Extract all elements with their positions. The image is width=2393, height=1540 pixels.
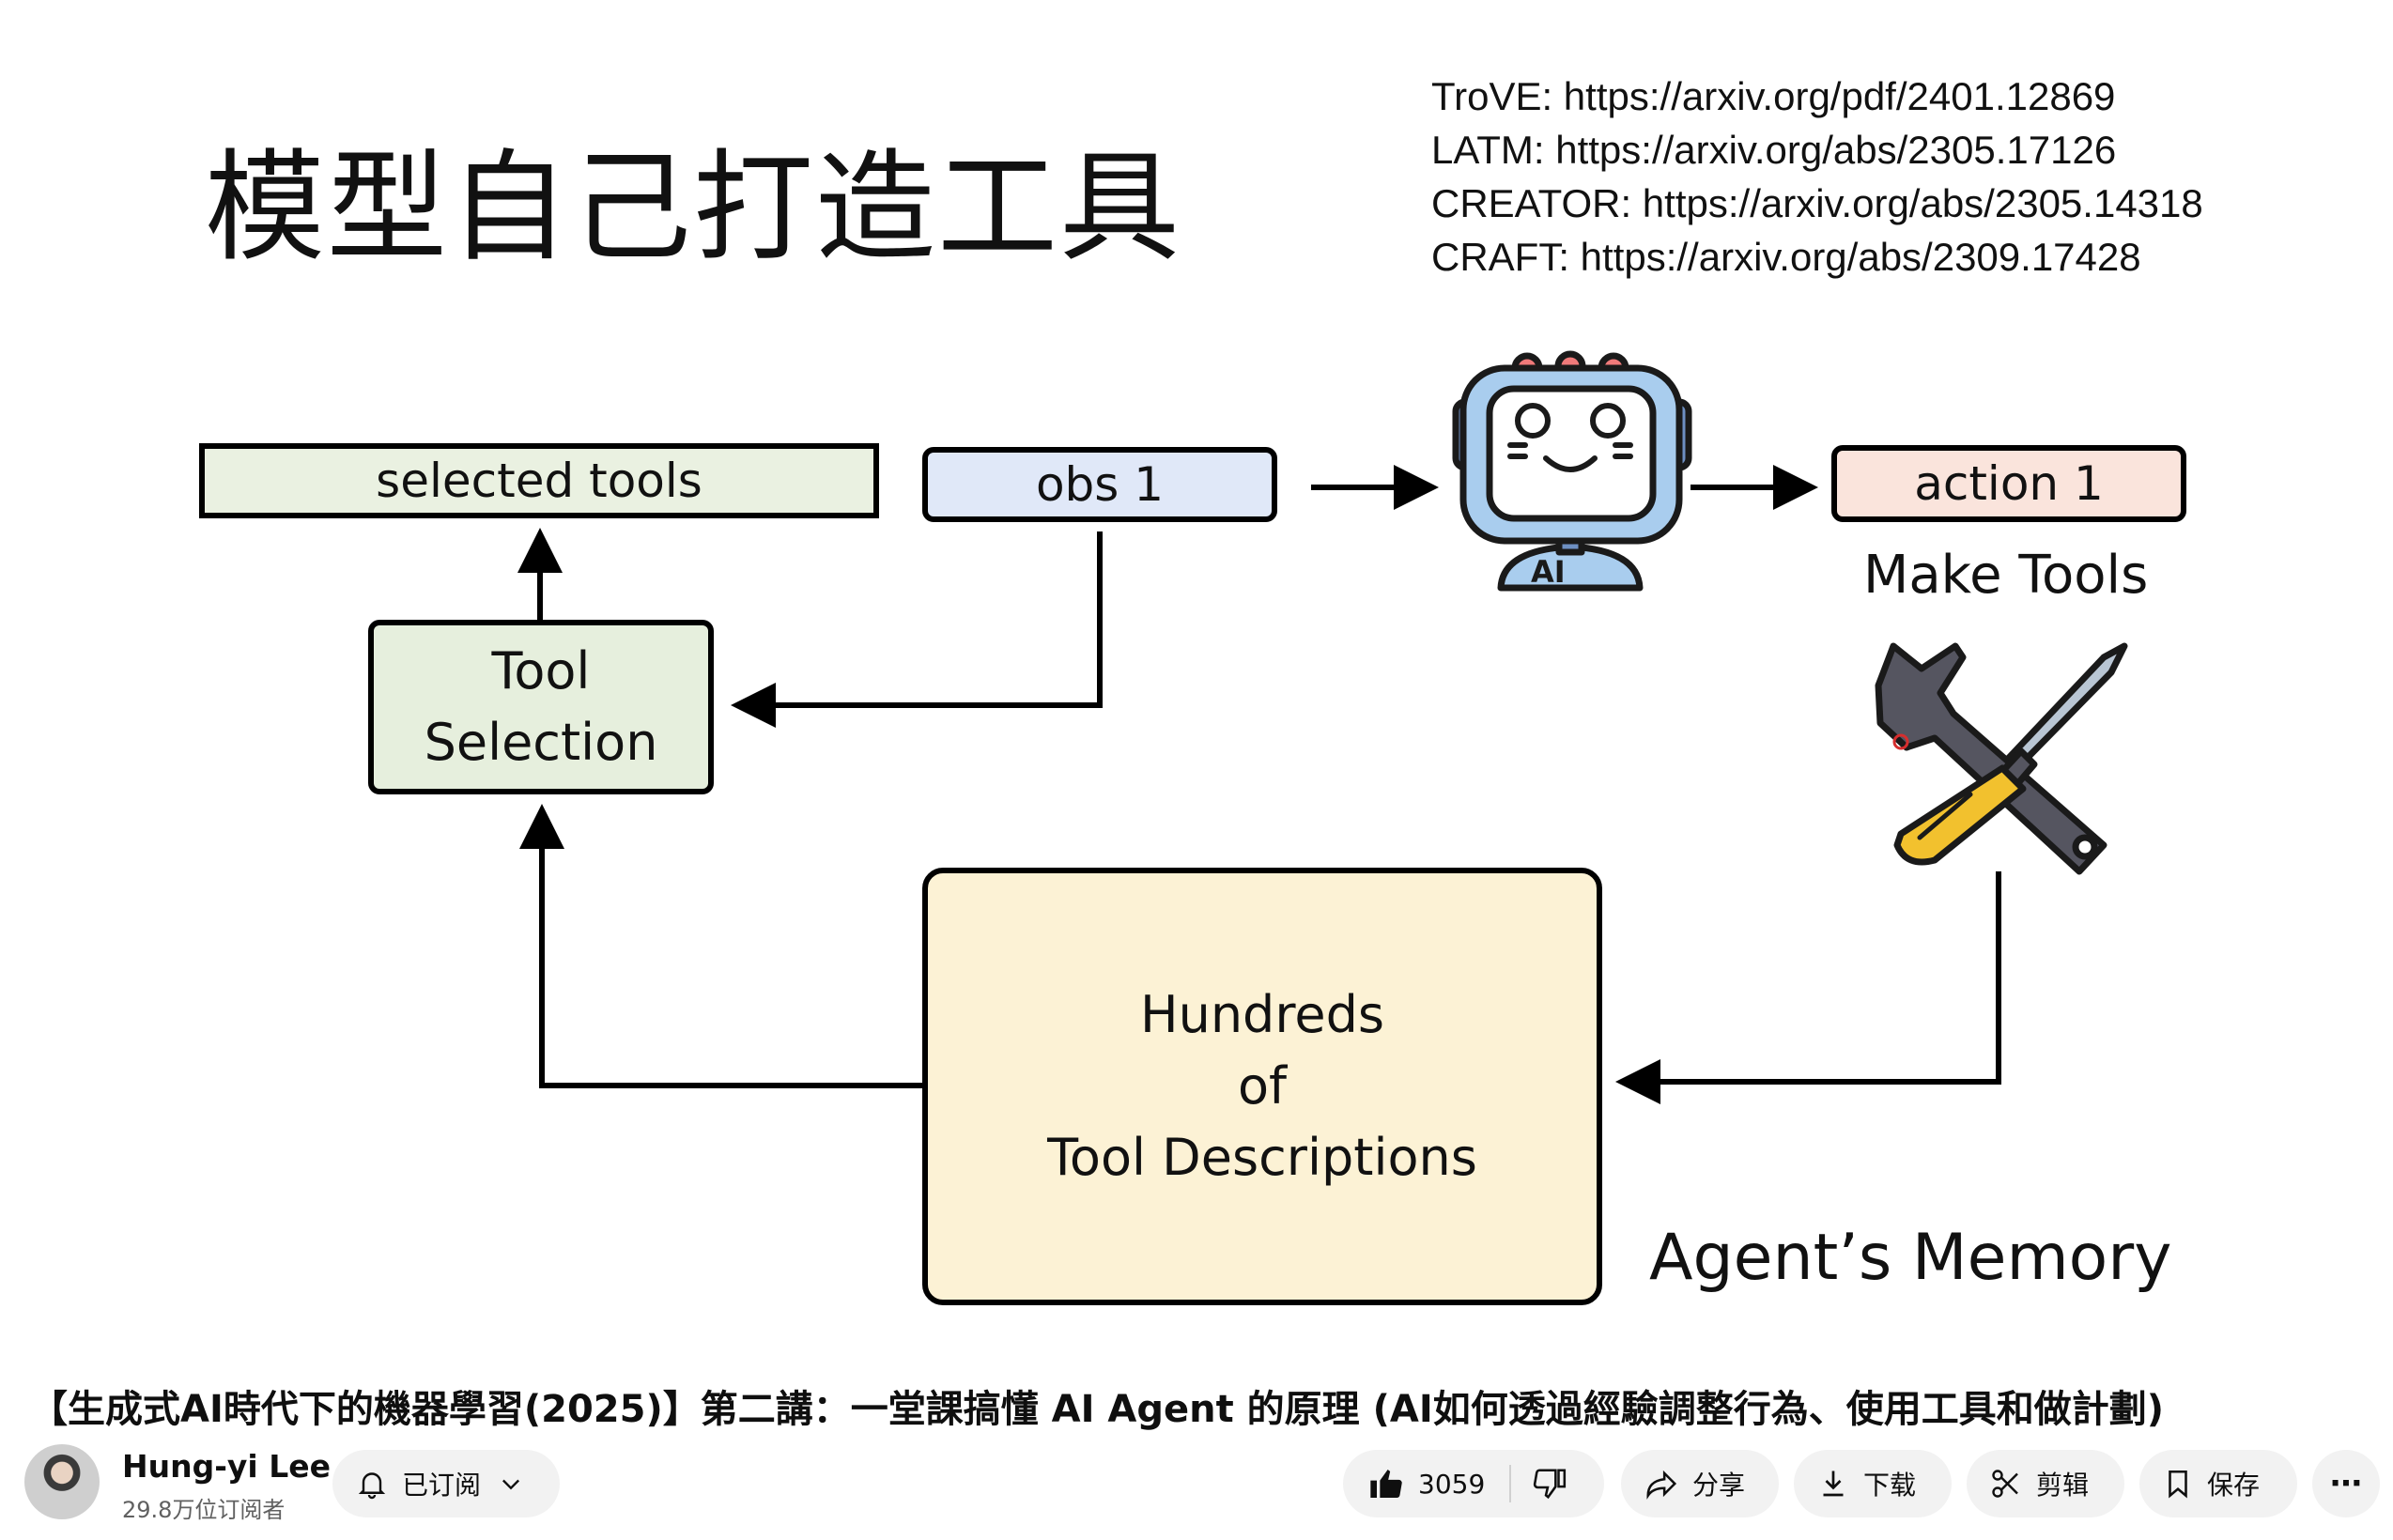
save-button[interactable]: 保存 [2139,1450,2297,1517]
reference-list: TroVE: https://arxiv.org/pdf/2401.12869 … [1431,69,2203,284]
agent-memory-label: Agent’s Memory [1649,1221,2172,1295]
memory-line-3: Tool Descriptions [1047,1128,1477,1187]
subscribe-button[interactable]: 已订阅 [332,1450,560,1517]
video-title: 【生成式AI時代下的機器學習(2025)】第二講：一堂課搞懂 AI Agent … [30,1388,2164,1431]
robot-icon: AI [1452,350,1692,592]
chevron-down-icon [498,1471,524,1497]
tool-selection-line-1: Tool [491,641,591,701]
tool-selection-line-2: Selection [424,713,658,772]
like-divider [1509,1465,1512,1502]
slide-title: 模型自己打造工具 [205,138,1182,278]
arrow-memory-to-selection [519,804,922,1088]
scissors-icon [1989,1467,2023,1501]
channel-name[interactable]: Hung-yi Lee [122,1448,332,1485]
make-tools-label: Make Tools [1863,545,2149,606]
reference-latm: LATM: https://arxiv.org/abs/2305.17126 [1431,128,2117,172]
robot-badge: AI [1531,554,1566,590]
observation-box: obs 1 [922,447,1277,522]
bookmark-icon [2162,1468,2194,1500]
tool-descriptions-box: Hundreds of Tool Descriptions [922,868,1602,1305]
subscribe-label: 已订阅 [402,1470,482,1501]
reference-creator: CREATOR: https://arxiv.org/abs/2305.1431… [1431,181,2203,225]
like-count[interactable]: 3059 [1418,1468,1486,1500]
subscriber-count: 29.8万位订阅者 [122,1497,286,1523]
like-dislike-group: 3059 [1343,1450,1604,1517]
channel-avatar[interactable] [24,1444,100,1519]
action-box: action 1 [1831,445,2186,522]
bell-icon [355,1467,389,1501]
reference-craft: CRAFT: https://arxiv.org/abs/2309.17428 [1431,235,2141,279]
download-icon [1816,1467,1850,1501]
slide: 模型自己打造工具 TroVE: https://arxiv.org/pdf/24… [199,69,2203,1305]
flow-arrows [517,465,2001,1104]
arrow-obs-to-selection [731,531,1103,728]
save-label: 保存 [2207,1470,2261,1501]
clip-button[interactable]: 剪辑 [1967,1450,2124,1517]
share-icon [1644,1466,1679,1502]
download-label: 下载 [1863,1470,1917,1501]
arrow-tools-to-memory [1615,871,2001,1104]
thumbs-down-icon[interactable] [1532,1466,1567,1502]
more-icon[interactable]: ⋯ [2312,1450,2380,1517]
clip-label: 剪辑 [2036,1470,2090,1501]
tool-selection-box: Tool Selection [368,620,714,794]
share-button[interactable]: 分享 [1621,1450,1779,1517]
wrench-screwdriver-icon [1875,642,2128,875]
share-label: 分享 [1692,1470,1746,1501]
selected-tools-box: selected tools [199,443,879,518]
reference-trove: TroVE: https://arxiv.org/pdf/2401.12869 [1431,74,2116,118]
memory-line-1: Hundreds [1140,985,1384,1044]
memory-line-2: of [1237,1056,1288,1116]
thumbs-up-icon[interactable] [1367,1465,1405,1502]
download-button[interactable]: 下载 [1794,1450,1952,1517]
